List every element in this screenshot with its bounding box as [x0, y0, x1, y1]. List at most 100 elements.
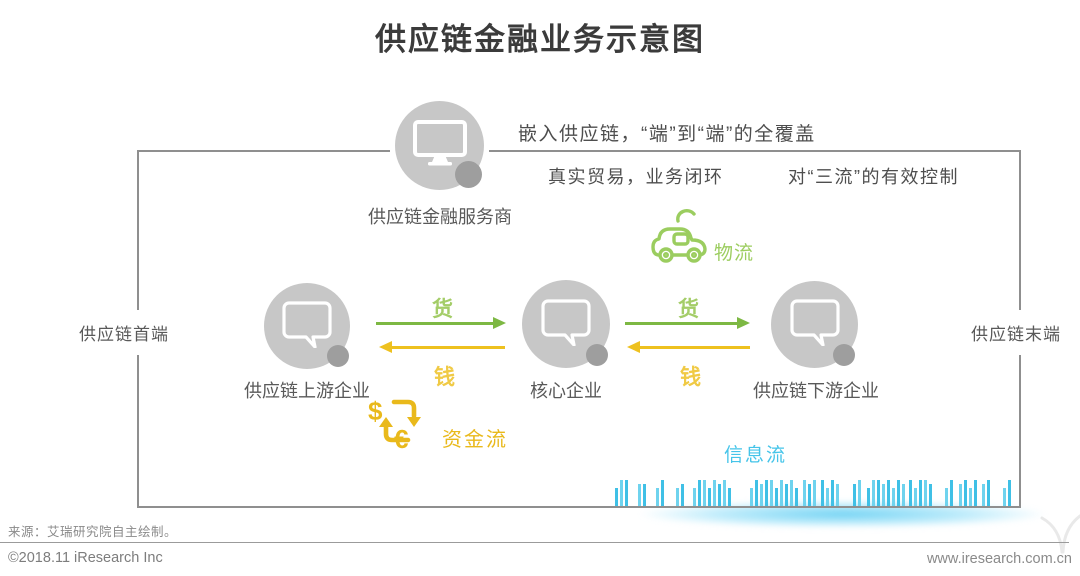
barcode-bar	[760, 484, 763, 506]
barcode-bar	[750, 488, 753, 506]
barcode-bar	[656, 488, 659, 506]
barcode-bar	[770, 480, 773, 506]
barcode-bar	[831, 480, 834, 506]
goods-arrow-1	[376, 322, 493, 325]
barcode-bar	[887, 480, 890, 506]
node-core-badge	[586, 344, 608, 366]
annotation-coverage: 嵌入供应链，“端”到“端”的全覆盖	[518, 124, 816, 145]
barcode-bar	[974, 480, 977, 506]
barcode-bar	[987, 480, 990, 506]
barcode-bar	[929, 484, 932, 506]
barcode-bar	[853, 484, 856, 506]
barcode-bar	[780, 480, 783, 506]
currency-exchange-icon: $ €	[364, 394, 436, 455]
barcode-bar	[919, 480, 922, 506]
barcode-bar	[1008, 480, 1011, 506]
barcode-bar	[803, 480, 806, 506]
truck-icon	[648, 208, 716, 273]
barcode-bar	[708, 488, 711, 506]
box-border-top-left	[137, 150, 390, 152]
barcode-bar	[821, 480, 824, 506]
chat-bubble-icon	[540, 298, 592, 351]
barcode-bar	[718, 484, 721, 506]
money-label-2: 钱	[680, 366, 701, 389]
barcode-bar	[795, 488, 798, 506]
page-title: 供应链金融业务示意图	[375, 22, 705, 57]
money-arrow-1	[392, 346, 505, 349]
barcode-bar	[713, 480, 716, 506]
dollar-symbol: $	[368, 396, 383, 426]
capital-flow-label: 资金流	[442, 429, 508, 451]
money-label-1: 钱	[434, 366, 455, 389]
money-arrowhead-2	[627, 341, 640, 353]
barcode-bar	[982, 484, 985, 506]
barcode-bar	[638, 484, 641, 506]
barcode-bar	[661, 480, 664, 506]
provider-badge	[455, 161, 482, 188]
barcode-bar	[693, 488, 696, 506]
barcode-bar	[858, 480, 861, 506]
barcode-bar	[867, 488, 870, 506]
barcode-bar	[765, 480, 768, 506]
barcode-bar	[813, 480, 816, 506]
barcode-bar	[882, 484, 885, 506]
monitor-icon	[412, 119, 468, 172]
euro-symbol: €	[394, 424, 408, 450]
box-border-top-right	[489, 150, 1021, 152]
barcode-bar	[703, 480, 706, 506]
chat-bubble-icon	[281, 300, 333, 353]
barcode-bar	[909, 480, 912, 506]
chain-start-label: 供应链首端	[62, 310, 186, 355]
goods-label-2: 货	[678, 298, 699, 321]
barcode-bar	[877, 480, 880, 506]
barcode-bar	[755, 480, 758, 506]
barcode	[615, 480, 1015, 506]
copyright-text: ©2018.11 iResearch Inc	[8, 550, 163, 566]
barcode-bar	[950, 480, 953, 506]
information-flow-label: 信息流	[724, 445, 788, 466]
barcode-bar	[790, 480, 793, 506]
barcode-bar	[924, 480, 927, 506]
barcode-bar	[892, 488, 895, 506]
goods-arrowhead-1	[493, 317, 506, 329]
barcode-bar	[897, 480, 900, 506]
barcode-bar	[723, 480, 726, 506]
node-downstream-badge	[833, 344, 855, 366]
box-border-bottom	[137, 506, 1021, 508]
source-note: 来源：艾瑞研究院自主绘制。	[8, 525, 178, 539]
chain-end-label: 供应链末端	[956, 310, 1076, 355]
money-arrow-2	[640, 346, 750, 349]
barcode-bar	[969, 488, 972, 506]
node-downstream-label: 供应链下游企业	[753, 381, 879, 401]
node-upstream-label: 供应链上游企业	[244, 381, 370, 401]
barcode-bar	[676, 488, 679, 506]
barcode-bar	[826, 488, 829, 506]
barcode-bar	[836, 484, 839, 506]
barcode-bar	[945, 488, 948, 506]
barcode-bar	[625, 480, 628, 506]
chat-bubble-icon	[789, 298, 841, 351]
barcode-bar	[620, 480, 623, 506]
barcode-bar	[681, 484, 684, 506]
barcode-bar	[959, 484, 962, 506]
barcode-bar	[1003, 488, 1006, 506]
node-upstream-badge	[327, 345, 349, 367]
node-core	[522, 280, 610, 368]
barcode-bar	[808, 484, 811, 506]
barcode-bar	[785, 484, 788, 506]
website-text: www.iresearch.com.cn	[926, 551, 1072, 567]
barcode-bar	[643, 484, 646, 506]
goods-arrow-2	[625, 322, 737, 325]
barcode-bar	[914, 488, 917, 506]
barcode-bar	[902, 484, 905, 506]
barcode-bar	[775, 488, 778, 506]
goods-label-1: 货	[432, 298, 453, 321]
annotation-trade: 真实贸易，业务闭环	[548, 167, 724, 187]
information-flow-glow	[570, 498, 1080, 534]
barcode-bar	[872, 480, 875, 506]
goods-arrowhead-2	[737, 317, 750, 329]
barcode-bar	[615, 488, 618, 506]
annotation-control: 对“三流”的有效控制	[788, 167, 959, 187]
watermark-mark	[1036, 512, 1080, 561]
